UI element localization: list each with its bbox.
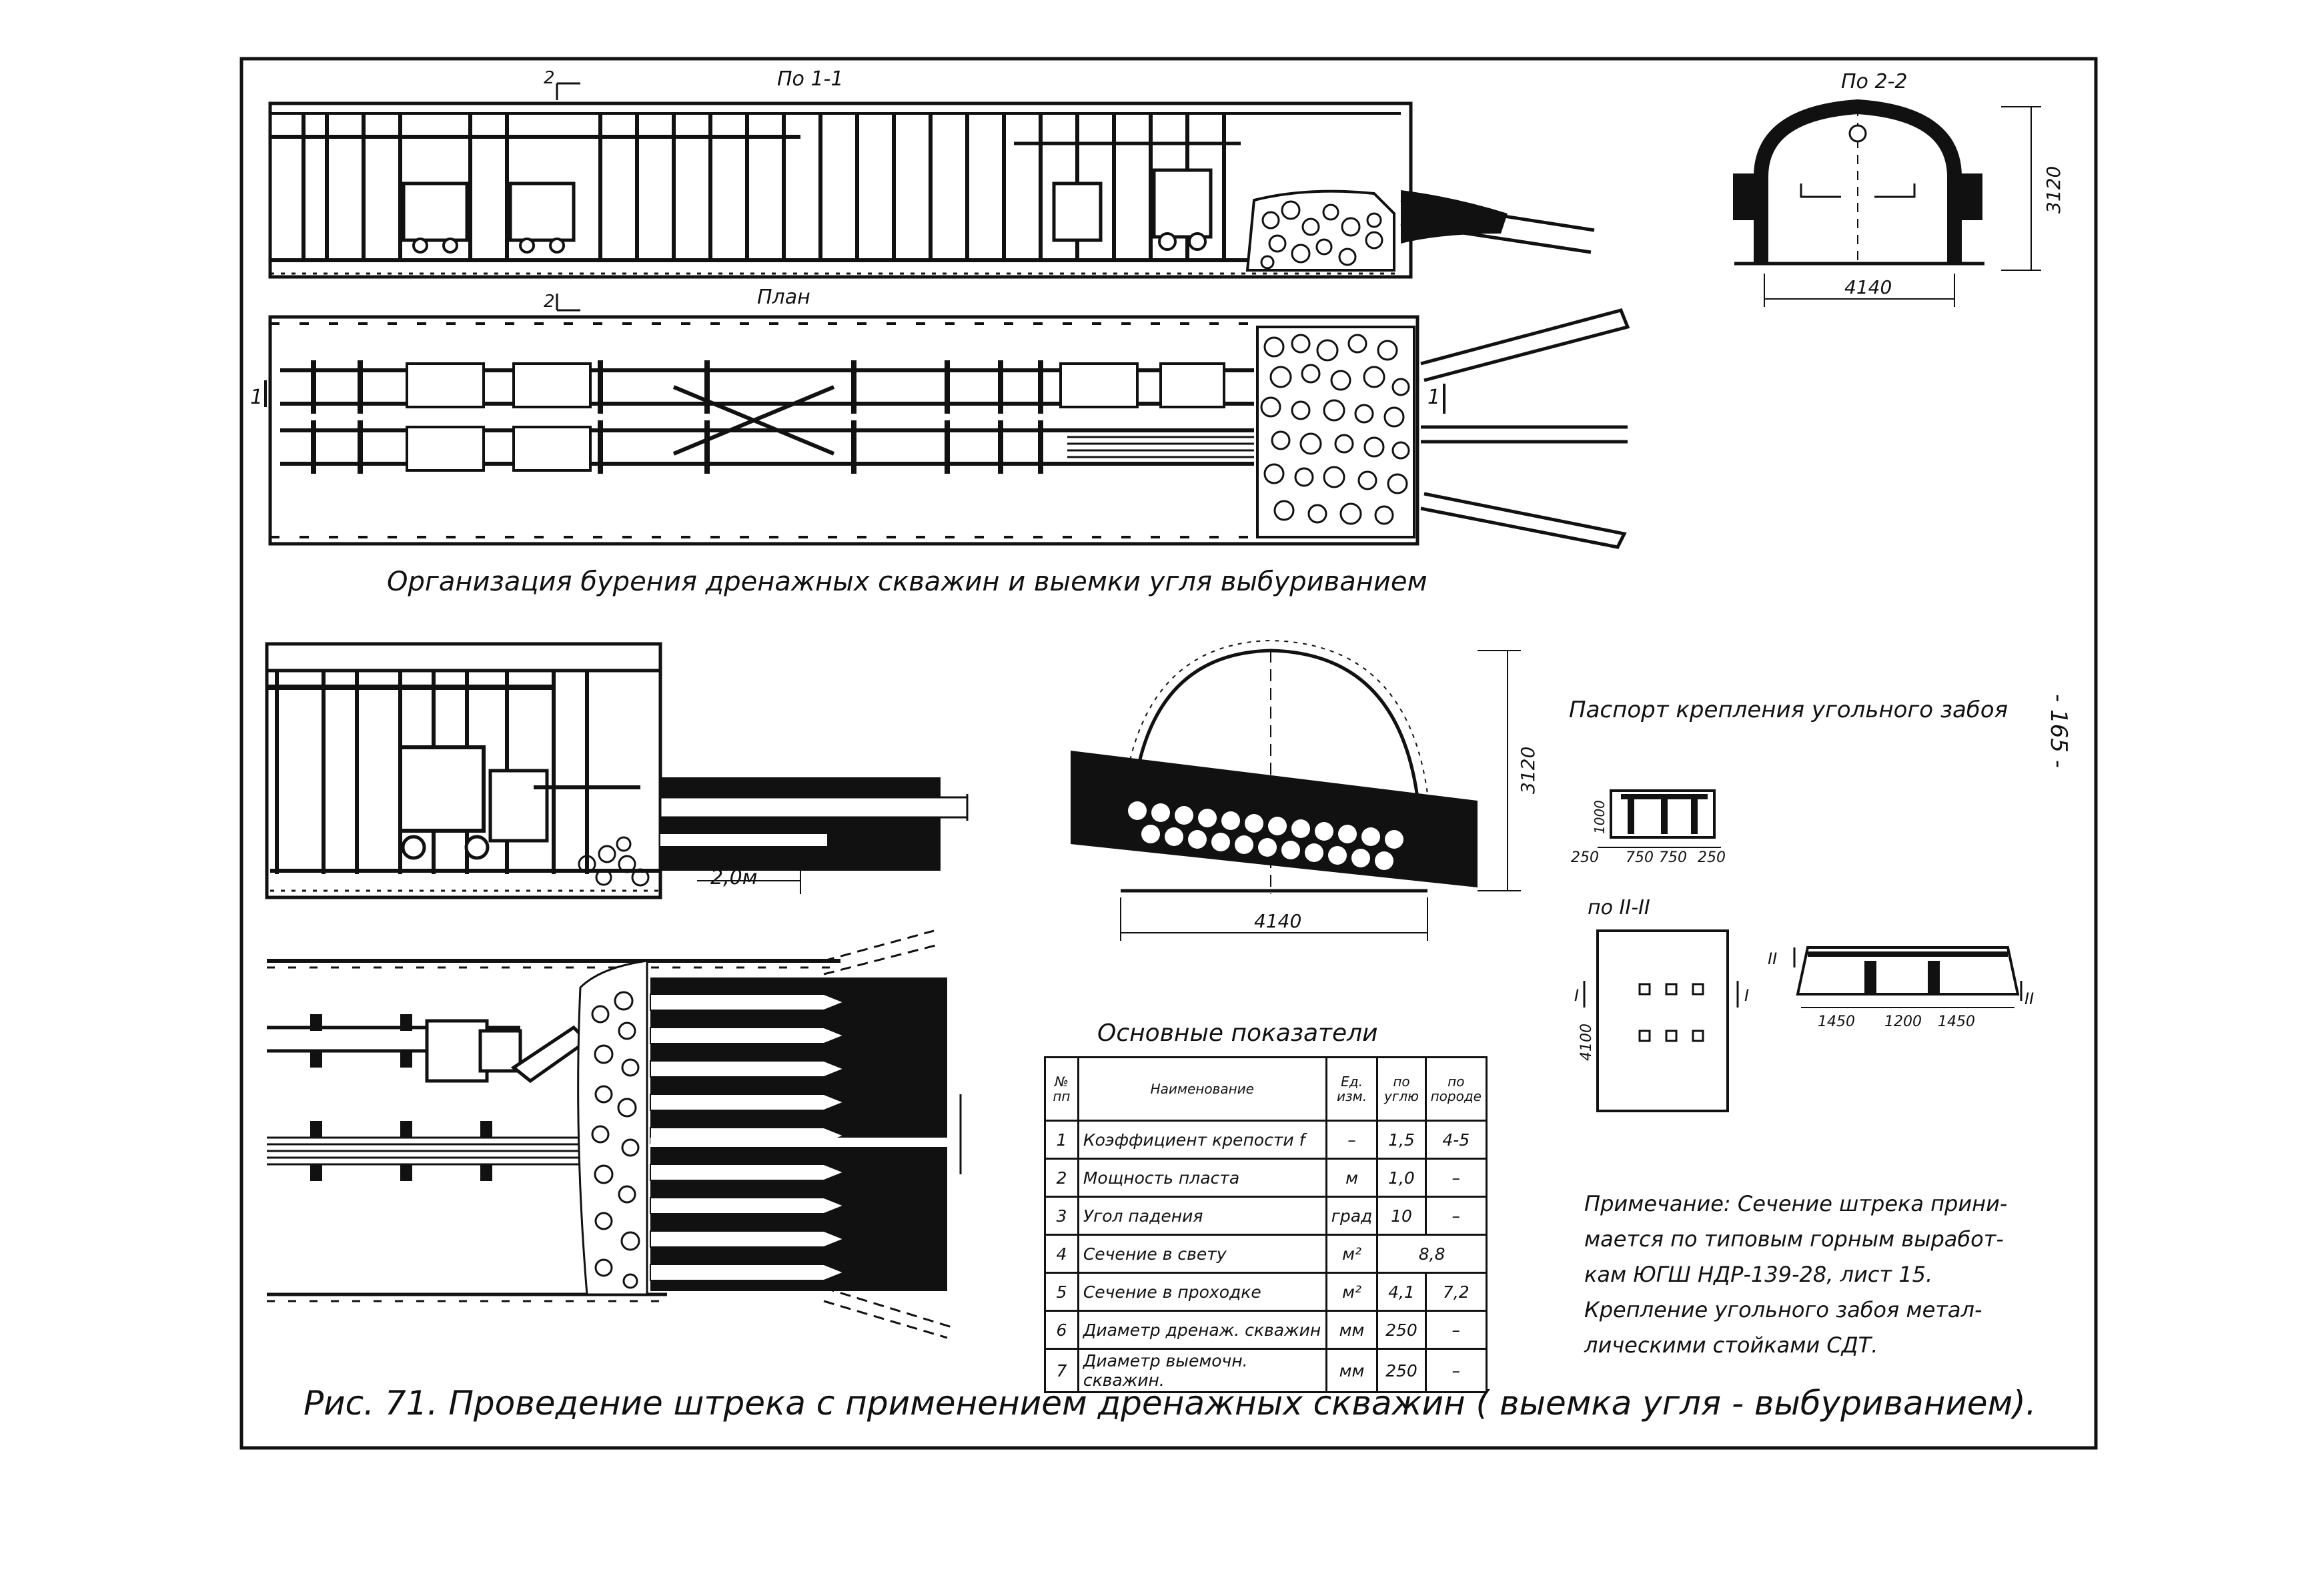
svg-text:1: 1	[250, 386, 263, 409]
row-rock: –	[1424, 1158, 1488, 1198]
indicators-table: № пп Наименование Ед. изм. по углю по по…	[1044, 1056, 1488, 1393]
table-header-row: № пп Наименование Ед. изм. по углю по по…	[1044, 1056, 1488, 1122]
row-name: Сечение в свету	[1077, 1234, 1327, 1274]
passport-dim-750-b: 750	[1659, 849, 1687, 866]
row-name: Диаметр дренаж. скважин	[1077, 1310, 1327, 1350]
cut-marker-2-bottom: 2	[544, 292, 580, 312]
row-coal: 1,5	[1376, 1120, 1427, 1160]
table-row: 5 Сечение в проходке м² 4,1 7,2	[1044, 1272, 1488, 1312]
row-rock: –	[1424, 1348, 1488, 1393]
passport-mini-drawing	[1598, 789, 1721, 848]
arch-2-2-drawing	[1733, 99, 2041, 307]
note-line-4: Крепление угольного забоя метал-	[1584, 1297, 1982, 1322]
section-II-II-label: по II-II	[1588, 896, 1650, 919]
row-num: 6	[1044, 1310, 1079, 1350]
row-rock: 4-5	[1424, 1120, 1488, 1160]
cut-marker-1-right: 1	[1427, 384, 1445, 414]
arch-large-height: 3120	[1517, 747, 1539, 794]
cut-marker-II-left: II	[1768, 949, 1777, 968]
table-row: 2 Мощность пласта м 1,0 –	[1044, 1158, 1488, 1198]
table-row: 4 Сечение в свету м² 8,8	[1044, 1234, 1488, 1274]
plan-view-drawing	[268, 308, 1630, 549]
row-num: 5	[1044, 1272, 1079, 1312]
row-coal: 4,1	[1376, 1272, 1427, 1312]
row-coal: 250	[1376, 1348, 1427, 1393]
row-unit: –	[1325, 1120, 1379, 1160]
section-1-1-label: По 1-1	[777, 67, 843, 91]
arch-small-height: 3120	[2043, 166, 2065, 214]
header-name: Наименование	[1077, 1056, 1327, 1122]
header-coal: по углю	[1376, 1056, 1427, 1122]
row-num: 2	[1044, 1158, 1079, 1198]
row-coal: 8,8	[1376, 1234, 1488, 1274]
row-num: 4	[1044, 1234, 1079, 1274]
row-rock: 7,2	[1424, 1272, 1488, 1312]
table-row: 7 Диаметр выемочн. скважин. мм 250 –	[1044, 1348, 1488, 1393]
cut-marker-I-right: I	[1744, 986, 1749, 1005]
section-II-plan-drawing	[1793, 946, 2022, 1008]
section-1-1-drawing	[268, 101, 1595, 279]
sheet-frame	[239, 57, 2098, 1450]
row-num: 7	[1044, 1348, 1079, 1393]
row-unit: мм	[1325, 1310, 1379, 1350]
arch-small-width: 4140	[1844, 276, 1892, 298]
passport-dim-750-a: 750	[1626, 849, 1654, 866]
row-coal: 250	[1376, 1310, 1427, 1350]
header-rock: по породе	[1424, 1056, 1488, 1122]
note-line-5: лическими стойками СДТ.	[1584, 1332, 1878, 1358]
row-rock: –	[1424, 1310, 1488, 1350]
row-name: Угол падения	[1077, 1196, 1327, 1236]
table-title: Основные показатели	[1097, 1020, 1378, 1047]
organization-caption: Организация бурения дренажных скважин и …	[387, 566, 1427, 597]
page-number: - 165 -	[2045, 694, 2072, 768]
row-coal: 10	[1376, 1196, 1427, 1236]
svg-text:2: 2	[544, 68, 555, 88]
row-name: Коэффициент крепости f	[1077, 1120, 1327, 1160]
row-name: Мощность пласта	[1077, 1158, 1327, 1198]
row-name: Сечение в проходке	[1077, 1272, 1327, 1312]
drill-distance-label: 2,0м	[710, 866, 757, 889]
svg-text:1: 1	[1427, 386, 1440, 409]
table-row: 3 Угол падения град 10 –	[1044, 1196, 1488, 1236]
passport-caption: Паспорт крепления угольного забоя	[1569, 697, 2008, 723]
note-line-2: мается по типовым горным выработ-	[1584, 1226, 2004, 1252]
row-num: 3	[1044, 1196, 1079, 1236]
row-unit: м²	[1325, 1234, 1379, 1274]
span-1200: 1200	[1884, 1014, 1922, 1030]
span-1450-left: 1450	[1818, 1014, 1855, 1030]
drilling-plan-drawing	[267, 929, 962, 1339]
cut-marker-I-left: I	[1574, 986, 1579, 1005]
row-unit: мм	[1325, 1348, 1379, 1393]
row-num: 1	[1044, 1120, 1079, 1160]
passport-height: 1000	[1592, 800, 1608, 834]
drilling-view-drawing	[265, 642, 969, 899]
row-unit: град	[1325, 1196, 1379, 1236]
section-2-2-label: По 2-2	[1841, 70, 1907, 93]
row-unit: м	[1325, 1158, 1379, 1198]
row-rock: –	[1424, 1196, 1488, 1236]
note-line-1: Примечание: Сечение штрека прини-	[1584, 1191, 2007, 1216]
row-coal: 1,0	[1376, 1158, 1427, 1198]
table-row: 1 Коэффициент крепости f – 1,5 4-5	[1044, 1120, 1488, 1160]
cut-marker-1-left: 1	[250, 380, 267, 409]
plan-label: План	[757, 286, 810, 309]
section-height: 4100	[1578, 1024, 1595, 1061]
passport-dim-250-right: 250	[1698, 849, 1726, 866]
arch-large-drawing	[1071, 639, 1521, 941]
row-unit: м²	[1325, 1272, 1379, 1312]
cut-marker-2-top: 2	[544, 68, 580, 100]
header-num: № пп	[1044, 1056, 1079, 1122]
note-line-3: кам ЮГШ НДР-139-28, лист 15.	[1584, 1262, 1932, 1287]
header-unit: Ед. изм.	[1325, 1056, 1379, 1122]
table-row: 6 Диаметр дренаж. скважин мм 250 –	[1044, 1310, 1488, 1350]
span-1450-right: 1450	[1938, 1014, 1975, 1030]
row-name: Диаметр выемочн. скважин.	[1077, 1348, 1327, 1393]
cut-marker-II-right: II	[2024, 990, 2034, 1008]
svg-text:2: 2	[544, 292, 555, 312]
arch-large-width: 4140	[1254, 910, 1301, 932]
passport-dim-250-left: 250	[1571, 849, 1599, 866]
section-II-II-drawing	[1583, 929, 1739, 1112]
